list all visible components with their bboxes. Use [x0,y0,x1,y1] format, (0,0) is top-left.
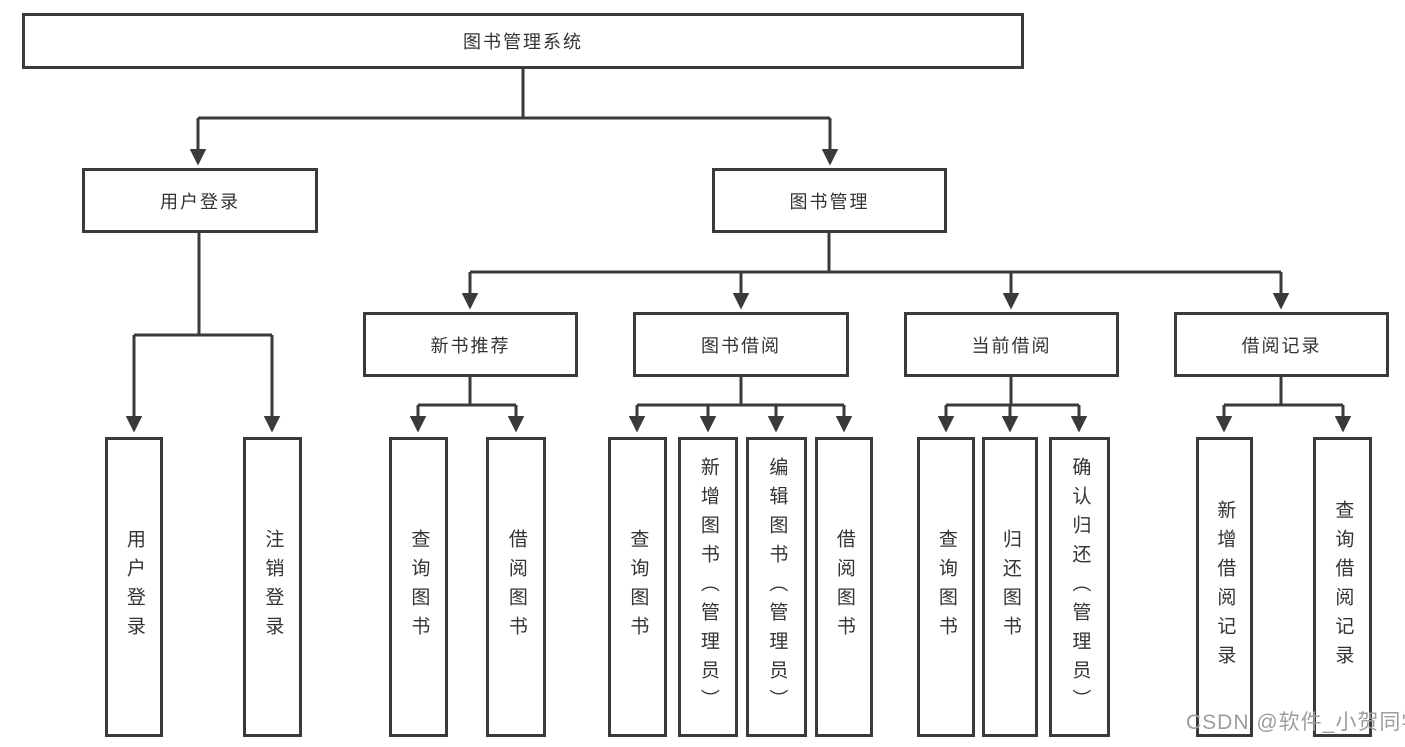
leaf-current-return-book-label: 归还图书 [999,529,1021,645]
leaf-logout: 注销登录 [243,437,302,737]
node-book-management: 图书管理 [712,168,947,233]
leaf-records-add-record: 新增借阅记录 [1196,437,1253,737]
node-current-borrowing-label: 当前借阅 [971,335,1052,356]
node-book-borrowing: 图书借阅 [633,312,849,377]
leaf-current-query-book-label: 查询图书 [935,529,957,645]
leaf-records-query-record: 查询借阅记录 [1313,437,1372,737]
leaf-user-login: 用户登录 [105,437,163,737]
leaf-borrowing-borrow-book-label: 借阅图书 [833,529,855,645]
node-user-login-branch-label: 用户登录 [160,191,240,212]
leaf-user-login-label: 用户登录 [123,529,145,645]
leaf-current-query-book: 查询图书 [917,437,975,737]
node-current-borrowing: 当前借阅 [904,312,1119,377]
leaf-current-return-book: 归还图书 [982,437,1038,737]
leaf-borrowing-edit-book-admin: 编辑图书（管理员） [746,437,807,737]
leaf-recommend-query-book-label: 查询图书 [408,529,430,645]
leaf-records-query-record-label: 查询借阅记录 [1332,500,1354,674]
node-root-system: 图书管理系统 [22,13,1024,69]
leaf-logout-label: 注销登录 [262,529,284,645]
leaf-borrowing-edit-book-admin-label: 编辑图书（管理员） [766,456,788,718]
leaf-recommend-query-book: 查询图书 [389,437,448,737]
leaf-recommend-borrow-book-label: 借阅图书 [505,529,527,645]
leaf-borrowing-add-book-admin: 新增图书（管理员） [678,437,738,737]
leaf-current-confirm-return-admin: 确认归还（管理员） [1049,437,1110,737]
node-new-book-recommend: 新书推荐 [363,312,578,377]
node-new-book-recommend-label: 新书推荐 [430,335,511,356]
leaf-borrowing-query-book-label: 查询图书 [627,529,649,645]
leaf-records-add-record-label: 新增借阅记录 [1214,500,1236,674]
node-book-management-label: 图书管理 [789,191,870,212]
leaf-current-confirm-return-admin-label: 确认归还（管理员） [1069,456,1091,718]
leaf-borrowing-add-book-admin-label: 新增图书（管理员） [697,456,719,718]
node-borrowing-records-label: 借阅记录 [1241,335,1322,356]
node-user-login-branch: 用户登录 [82,168,318,233]
node-root-system-label: 图书管理系统 [463,32,583,52]
node-book-borrowing-label: 图书借阅 [701,335,781,356]
leaf-borrowing-query-book: 查询图书 [608,437,667,737]
leaf-borrowing-borrow-book: 借阅图书 [815,437,873,737]
node-borrowing-records: 借阅记录 [1174,312,1389,377]
csdn-watermark: CSDN @软件_小贺同学 [1186,711,1405,734]
leaf-recommend-borrow-book: 借阅图书 [486,437,546,737]
